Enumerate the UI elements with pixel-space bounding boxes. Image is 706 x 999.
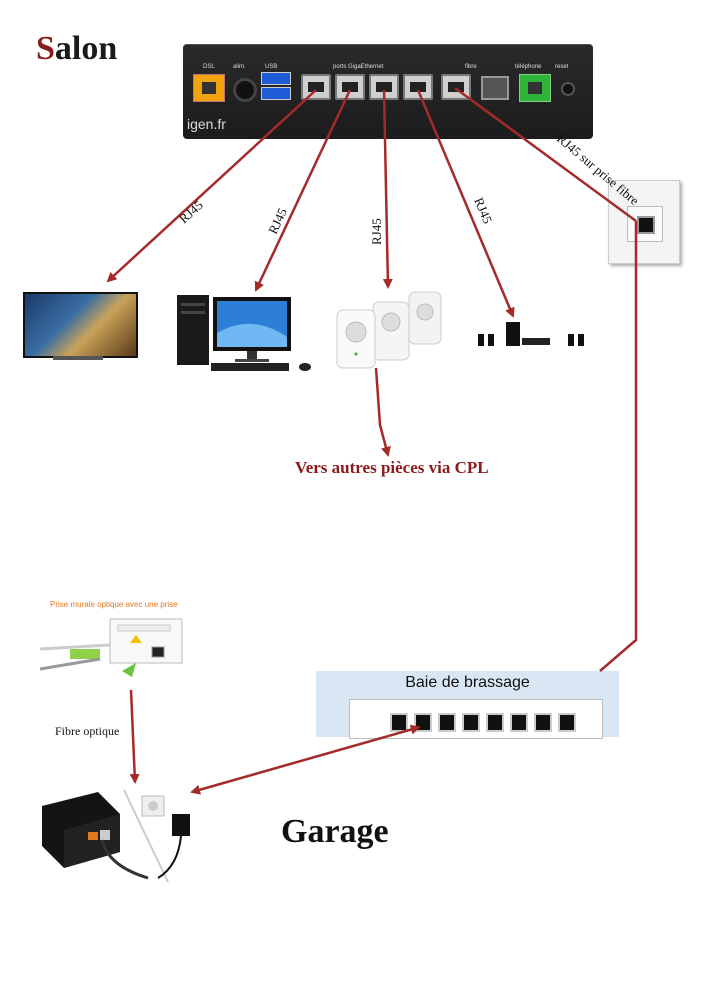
router-label-alim: alim. [233, 64, 246, 70]
rj45-label-hometheater: RJ45 [471, 195, 495, 225]
arrow-prise-ont [129, 689, 140, 784]
wall-optical-socket-garage: Prise murale optique avec une prise [40, 597, 210, 687]
wall-fibre-socket-salon [608, 180, 680, 264]
router-label-dsl: DSL [203, 64, 215, 70]
usb-port-1 [261, 72, 291, 85]
powerline-adapters-icon [335, 290, 445, 370]
patch-port-3 [438, 713, 456, 732]
patch-port-8 [558, 713, 576, 732]
router-watermark: igen.fr [187, 116, 226, 132]
rj45-label-tv: RJ45 [176, 197, 206, 226]
patch-port-7 [534, 713, 552, 732]
ethernet-port-1 [301, 74, 331, 100]
salon-title: Salon [36, 30, 117, 68]
rj45-jack-icon [637, 216, 655, 234]
patch-panel-title: Baie de brassage [405, 674, 530, 691]
router-label-telephone: téléphone [515, 64, 542, 70]
power-jack [233, 78, 257, 102]
fibre-ont-box-icon [38, 786, 198, 886]
router-label-reset: reset [555, 64, 569, 70]
prise-garage-title: Prise murale optique avec une prise [50, 600, 178, 609]
patch-port-1 [390, 713, 408, 732]
fibre-optique-label: Fibre optique [55, 724, 120, 738]
sfp-port [481, 76, 509, 100]
patch-port-2 [414, 713, 432, 732]
garage-title: Garage [281, 813, 389, 850]
television-icon [23, 292, 138, 364]
patch-port-4 [462, 713, 480, 732]
router-box: DSL alim. USB ports GigaEthernet fibre t… [183, 44, 593, 139]
cpl-caption: Vers autres pièces via CPL [295, 458, 489, 477]
ethernet-port-2 [335, 74, 365, 100]
usb-port-2 [261, 87, 291, 100]
ethernet-port-4 [403, 74, 433, 100]
patch-port-5 [486, 713, 504, 732]
router-label-ports: ports GigaEthernet [333, 64, 384, 70]
rj45-label-pc: RJ45 [265, 206, 290, 237]
arrow-cpl-pieces [374, 367, 391, 457]
salon-title-initial: S [36, 30, 55, 67]
line-prise-fibre-baie [599, 221, 638, 672]
patch-panel-face [349, 699, 603, 739]
patch-port-6 [510, 713, 528, 732]
salon-title-rest: alon [54, 30, 118, 67]
reset-button [561, 82, 575, 96]
rj45-label-cpl: RJ45 [369, 218, 384, 245]
telephone-port [519, 74, 551, 102]
desktop-computer-icon [175, 293, 315, 373]
fibre-ethernet-port [441, 74, 471, 100]
router-label-usb: USB [265, 64, 278, 70]
home-theater-icon [476, 318, 586, 348]
router-label-fibre: fibre [465, 64, 477, 70]
dsl-port [193, 74, 225, 102]
patch-panel: Baie de brassage [316, 671, 619, 739]
ethernet-port-3 [369, 74, 399, 100]
